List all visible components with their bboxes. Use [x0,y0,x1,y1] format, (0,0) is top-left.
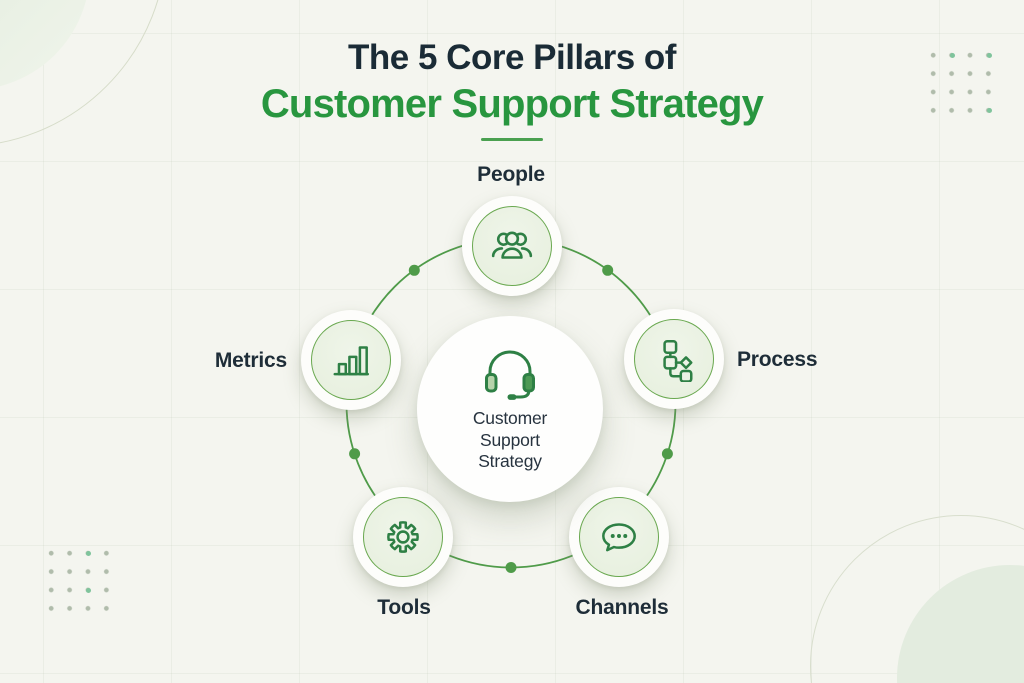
pillar-label-channels: Channels [575,596,669,619]
center-label: Customer Support Strategy [473,408,547,473]
connector-dot [349,448,361,460]
center-label-line-2: Support [480,429,540,450]
accent-dot [987,53,992,58]
pillar-label-process: Process [737,348,818,371]
title-underline [481,138,543,141]
center-node-customer-support-strategy: Customer Support Strategy [417,316,603,502]
pillar-node-metrics [301,310,401,410]
pillar-node-channels [569,487,669,587]
connector-dot [505,562,517,573]
bar-chart-icon [333,346,369,376]
headset-icon [485,350,535,401]
page-title: The 5 Core Pillars of Customer Support S… [0,38,1024,141]
pillar-label-metrics: Metrics [214,349,287,372]
corner-circle-outline-bottom-right [810,515,1024,683]
corner-circle-fill-bottom-right [897,565,1024,683]
pillar-node-tools [353,487,453,587]
title-line-1: The 5 Core Pillars of [348,38,676,77]
connector-dot [661,448,673,460]
pillar-label-people: People [477,163,545,186]
accent-dot [950,53,955,58]
center-label-line-1: Customer [472,408,548,429]
pillar-node-people [462,196,562,296]
flowchart-icon [663,339,693,382]
chat-bubble-icon [602,523,636,552]
pillar-node-process [624,309,724,409]
connector-dot [602,264,614,276]
dots-grid-bottom-left [42,544,116,618]
title-line-2: Customer Support Strategy [260,82,764,126]
accent-dot [86,588,91,593]
people-group-icon [491,231,533,259]
center-label-line-3: Strategy [478,451,542,472]
gear-icon [387,521,419,553]
accent-dot [86,551,91,556]
connector-dot [408,264,420,276]
pillar-label-tools: Tools [377,596,431,619]
accent-dot [987,108,992,113]
